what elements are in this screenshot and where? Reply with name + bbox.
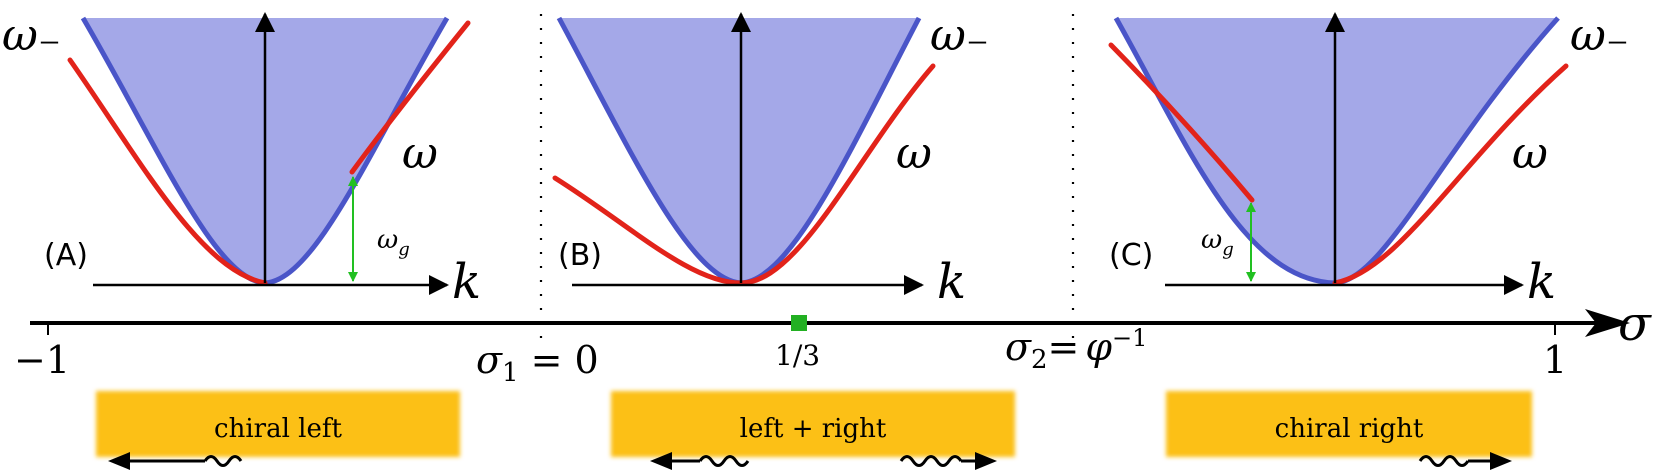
tick-label-one: 1 bbox=[1543, 338, 1567, 382]
panel-b-dispersion-curve bbox=[552, 63, 936, 286]
regime-left-right: left + right bbox=[611, 391, 1015, 470]
regime-chiral-right: chiral right bbox=[1166, 391, 1532, 470]
panel-a-dispersion-left-branch bbox=[67, 57, 268, 286]
panel-a: (A) k ω₋ ω ωg bbox=[2, 10, 481, 310]
panel-c-omega-minus-label: ω₋ bbox=[1570, 10, 1629, 61]
tick-label-sigma2: σ2=φ−1 bbox=[1005, 324, 1147, 375]
panel-c-label: (C) bbox=[1109, 238, 1153, 273]
panel-b: (B) k ω₋ ω bbox=[552, 10, 989, 310]
right-moving-wave-arrow bbox=[899, 452, 997, 470]
regime-chiral-left: chiral left bbox=[96, 391, 460, 470]
panel-a-label: (A) bbox=[44, 238, 88, 273]
panel-b-omega-minus-label: ω₋ bbox=[930, 10, 989, 61]
left-moving-wave-arrow bbox=[650, 452, 750, 470]
panel-c-dispersion-right-branch bbox=[1332, 63, 1569, 286]
panel-b-k-label: k bbox=[937, 254, 966, 310]
left-moving-wave-arrow bbox=[108, 452, 243, 470]
panel-b-label: (B) bbox=[558, 238, 602, 273]
tick-label-minus-one: −1 bbox=[14, 338, 70, 382]
regime-label: chiral right bbox=[1275, 414, 1424, 444]
panel-c-gap-label: ωg bbox=[1201, 225, 1234, 260]
panel-b-continuum-cone bbox=[559, 18, 919, 283]
sigma-axis: σ −1 σ1 = 0 1/3 σ2=φ−1 1 bbox=[14, 14, 1652, 388]
regime-label: chiral left bbox=[214, 414, 342, 444]
panel-a-dispersion-right-branch bbox=[349, 20, 471, 175]
regime-box bbox=[1166, 391, 1532, 457]
right-moving-wave-arrow bbox=[1418, 452, 1512, 470]
sigma-symbol: σ bbox=[1618, 296, 1652, 352]
sigma-one-third-marker bbox=[791, 315, 807, 331]
regime-label: left + right bbox=[740, 414, 887, 444]
tick-label-sigma1: σ1 = 0 bbox=[476, 338, 599, 388]
panel-a-k-label: k bbox=[452, 254, 481, 310]
panel-c-dispersion-left-branch bbox=[1108, 42, 1255, 203]
regime-box bbox=[96, 391, 460, 457]
panel-c: (C) k ω₋ ω ωg bbox=[1108, 10, 1629, 310]
sigma-axis-arrowhead bbox=[1585, 309, 1630, 337]
tick-label-one-third: 1/3 bbox=[775, 339, 820, 372]
panel-a-omega-minus-label: ω₋ bbox=[2, 10, 61, 61]
panel-c-omega-label: ω bbox=[1512, 128, 1548, 179]
panel-a-omega-label: ω bbox=[402, 128, 438, 179]
panel-c-k-label: k bbox=[1527, 254, 1556, 310]
regime-box bbox=[611, 391, 1015, 457]
panel-b-omega-label: ω bbox=[896, 128, 932, 179]
panel-a-gap-label: ωg bbox=[377, 225, 410, 260]
panel-c-continuum-cone bbox=[1116, 18, 1558, 283]
